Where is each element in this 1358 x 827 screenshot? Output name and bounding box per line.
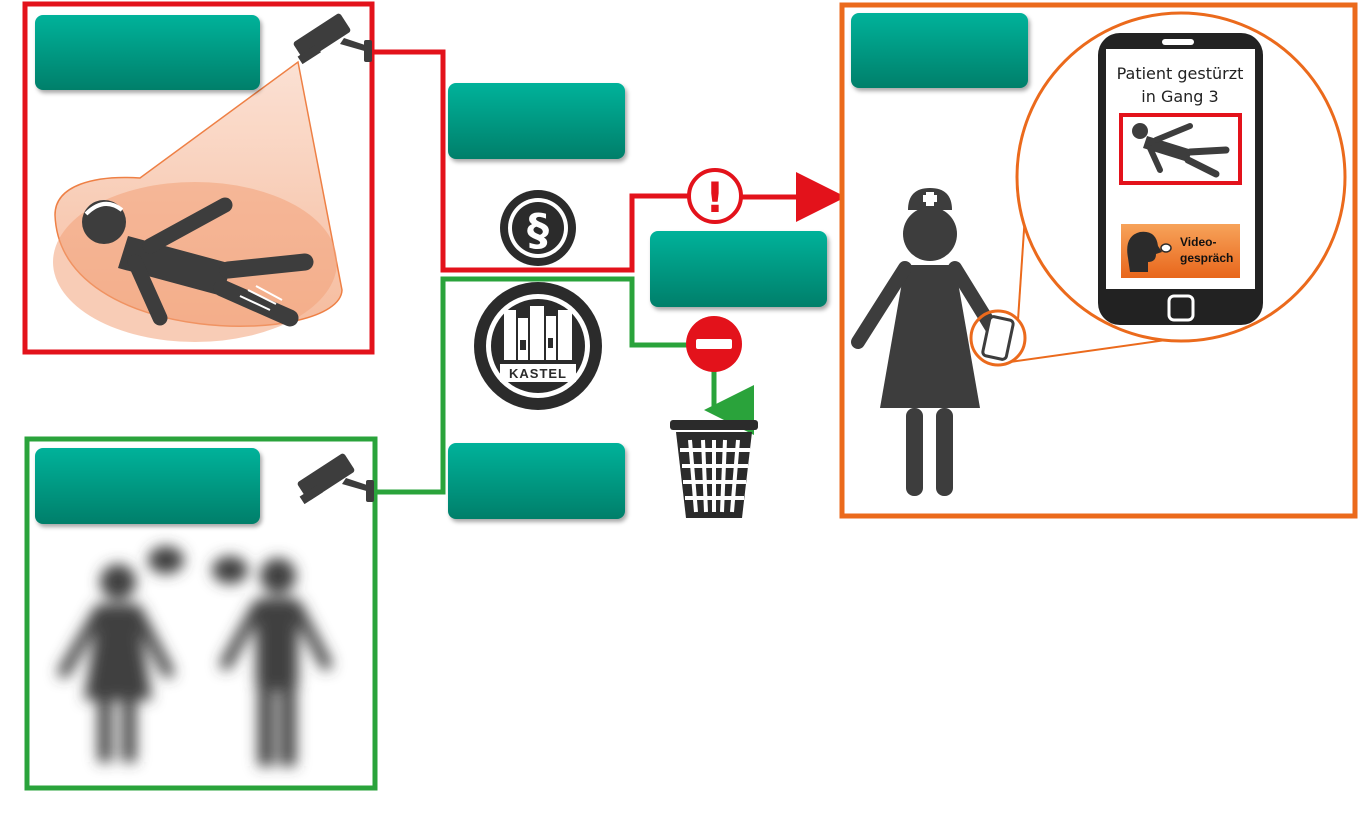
phone-home-button [1167, 294, 1195, 322]
alert-message-line2: in Gang 3 [1141, 87, 1218, 106]
video-call-label-line1: Video- [1180, 235, 1216, 249]
cctv-camera-icon-2 [297, 453, 374, 505]
alert-path-line [372, 49, 690, 273]
castle-icon [504, 306, 572, 360]
connector-lines [372, 49, 846, 495]
warning-icon: ! [687, 168, 743, 224]
processing-label-top [448, 83, 625, 159]
warning-symbol: ! [705, 173, 724, 222]
nurse-panel: Patient gestürzt in Gang 3 Video- gesprä… [839, 2, 1358, 519]
kastel-logo-text: KASTEL [509, 366, 567, 381]
nurse-panel-label [851, 13, 1028, 88]
people-talking-icon [58, 546, 332, 766]
processing-label-bottom [448, 443, 625, 519]
decision-label [650, 231, 827, 307]
alert-message-line1: Patient gestürzt [1117, 64, 1244, 83]
smartphone-icon [981, 315, 1015, 361]
paragraph-icon: § [527, 205, 549, 256]
cctv-camera-icon [293, 13, 372, 65]
fallen-person-icon [82, 197, 314, 327]
video-call-button[interactable]: Video- gespräch [1121, 224, 1240, 278]
discard-path-line [372, 276, 690, 495]
no-entry-icon [686, 316, 742, 372]
gear-icon: § [500, 190, 576, 266]
fall-scene-label [35, 15, 260, 90]
trash-bin-icon [670, 420, 758, 518]
conversation-scene-label [35, 448, 260, 524]
nurse-icon [851, 188, 999, 496]
conversation-scene-panel [24, 436, 378, 791]
video-call-label-line2: gespräch [1180, 251, 1233, 265]
fallen-person-icon-small [1132, 123, 1230, 178]
zoom-source-ring [969, 309, 1027, 367]
fall-scene-panel [22, 1, 375, 355]
phone-zoom: Patient gestürzt in Gang 3 Video- gesprä… [1098, 33, 1263, 325]
talking-head-icon [1127, 231, 1172, 272]
kastel-gear-icon: KASTEL [474, 282, 602, 410]
